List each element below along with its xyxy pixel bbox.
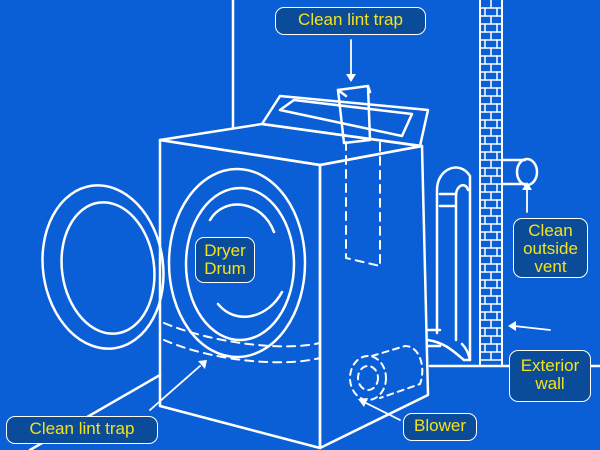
blower [349, 345, 424, 401]
label-exterior-wall: Exterior wall [509, 350, 591, 402]
label-dryer-drum: Dryer Drum [195, 237, 255, 283]
label-lint-trap-top: Clean lint trap [275, 7, 426, 35]
label-blower-text: Blower [414, 416, 466, 435]
exhaust-duct [426, 166, 472, 362]
dryer-door [41, 184, 165, 350]
label-lint-trap-bottom-text: Clean lint trap [29, 419, 135, 438]
outside-vent-pipe [500, 157, 539, 187]
label-exterior-wall-line2: wall [535, 374, 565, 393]
label-dryer-drum-line2: Drum [204, 259, 246, 278]
label-lint-trap-top-text: Clean lint trap [298, 10, 403, 29]
dryer-drum [167, 167, 307, 359]
label-lint-trap-bottom: Clean lint trap [6, 416, 158, 444]
label-dryer-drum-line1: Dryer [204, 241, 246, 260]
label-exterior-wall-line1: Exterior [520, 356, 580, 375]
label-clean-vent-line1: Clean [528, 221, 573, 240]
brick-wall [479, 0, 503, 367]
label-clean-vent-line3: vent [534, 257, 567, 276]
label-clean-vent-line2: outside [523, 239, 578, 258]
callout-arrows [149, 39, 551, 421]
label-clean-outside-vent: Clean outside vent [513, 218, 588, 278]
lint-trap-dashes [163, 141, 381, 364]
dryer-body [158, 94, 430, 450]
lint-trap-handle [336, 84, 372, 145]
label-blower: Blower [403, 413, 477, 441]
